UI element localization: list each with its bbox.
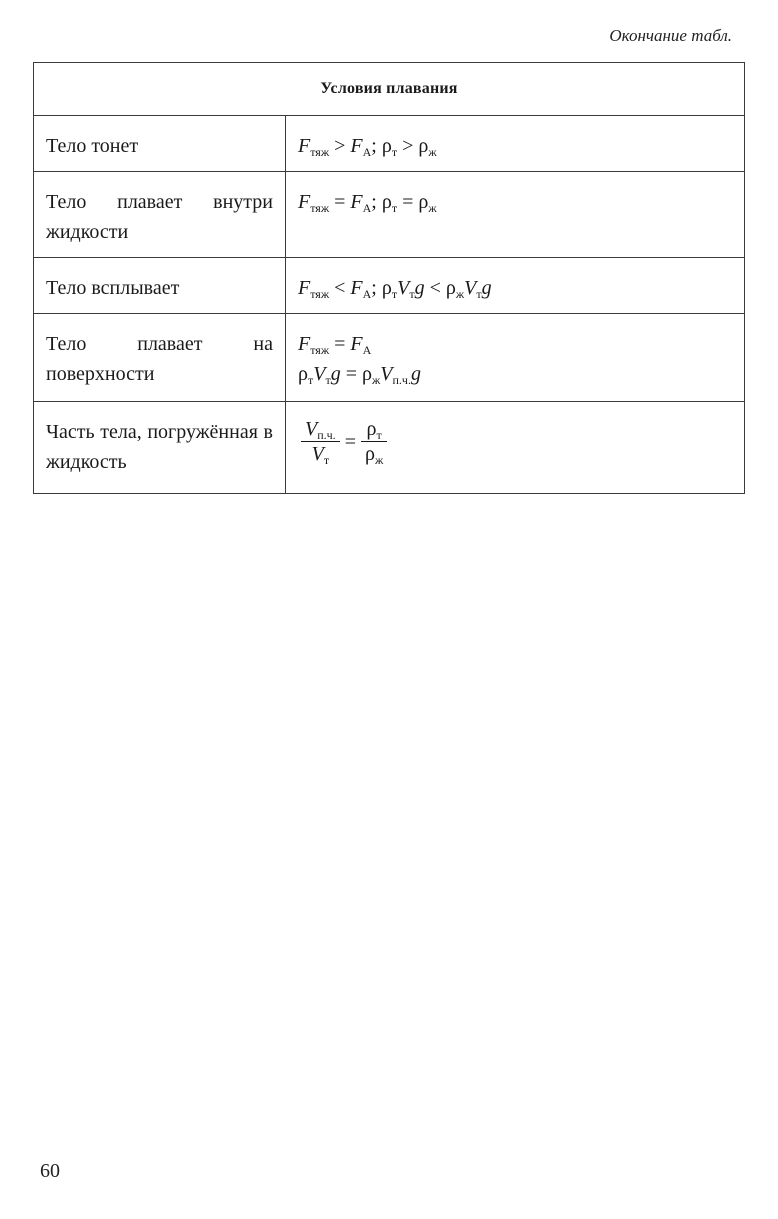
table-row: Часть тела, погружённая в жидкость Vп.ч.… [33,401,745,494]
formula-part: > ρ [397,135,429,157]
formula-part: V [464,277,477,299]
table-row: Тело плавает внутри жидкости Fтяж = FА; … [33,171,745,258]
formula-part: V [313,363,326,385]
formula-sub: т [391,287,398,301]
formula-sub: А [362,287,372,301]
formula-part: = ρ [397,191,429,213]
formula-sub: т [476,287,482,301]
formula-sub: ж [428,201,437,215]
formula-part: F [298,277,311,299]
fraction-volume: Vп.ч. Vт [301,417,340,466]
formula-sub: т [376,428,382,442]
formula-part: g [410,363,421,385]
condition-cell: Тело плавает внутри жидкости [33,171,286,258]
condition-cell: Часть тела, погружённая в жидкость [33,401,286,494]
formula-part: F [350,277,363,299]
floating-conditions-table: Условия плавания Тело тонет Fтяж > FА; ρ… [33,62,745,494]
formula-part: ρ [366,418,377,440]
formula-sub: тяж [310,201,330,215]
formula-part: = ρ [340,363,372,385]
table-row: Тело тонет Fтяж > FА; ρт > ρж [33,115,745,172]
formula-sub: ж [455,287,465,301]
formula-part: ρ [364,443,375,465]
formula-sub: тяж [310,145,330,159]
formula-sub: п.ч. [392,373,411,387]
formula-part: ; ρ [371,135,392,157]
formula-sub: ж [428,145,437,159]
formula-sub: А [362,145,372,159]
fraction-denominator: Vт [301,442,340,466]
formula-part: < [329,277,351,299]
formula-part: F [298,191,311,213]
formula-sub: А [362,201,372,215]
formula-sub: т [409,287,415,301]
condition-cell: Тело плавает на поверхности [33,313,286,402]
formula-part: g [330,363,341,385]
formula-part: V [380,363,393,385]
page-number: 60 [40,1160,60,1182]
formula-part: ; ρ [371,191,392,213]
formula-part: = [329,191,351,213]
formula-cell: Vп.ч. Vт = ρт ρж [285,401,745,494]
formula-sub: т [323,453,330,467]
formula-part: < ρ [424,277,456,299]
formula-part: = [329,333,351,355]
formula-part: > [329,135,351,157]
formula-sub: тяж [310,343,330,357]
fraction-numerator: ρт [360,417,388,442]
formula-sub: ж [374,453,384,467]
formula-part: F [350,135,363,157]
formula-sub: т [391,145,398,159]
formula-part: F [298,135,311,157]
formula-part: ρ [298,363,308,385]
table-row: Тело всплывает Fтяж < FА; ρтVтg < ρжVтg [33,257,745,314]
equals-sign: = [344,430,356,453]
formula-part: g [414,277,425,299]
formula-part: V [305,418,318,440]
formula-cell: Fтяж > FА; ρт > ρж [285,115,745,172]
fraction-density: ρт ρж [360,417,388,466]
formula-cell: Fтяж = FА ρтVтg = ρжVп.ч.g [285,313,745,402]
running-head: Окончание табл. [609,26,732,45]
formula-part: F [298,333,311,355]
formula-sub: т [391,201,398,215]
formula-part: F [350,333,363,355]
condition-cell: Тело всплывает [33,257,286,314]
table-header: Условия плавания [33,62,745,116]
fraction-numerator: Vп.ч. [301,417,340,442]
formula-part: ; ρ [371,277,392,299]
formula-cell: Fтяж < FА; ρтVтg < ρжVтg [285,257,745,314]
formula-line: Fтяж = FА [298,329,732,359]
formula-part: g [481,277,492,299]
formula-sub: тяж [310,287,330,301]
condition-cell: Тело тонет [33,115,286,172]
table-row: Тело плавает на поверхности Fтяж = FА ρт… [33,313,745,402]
formula-sub: п.ч. [317,428,336,442]
formula-part: V [311,443,324,465]
formula-sub: т [307,373,314,387]
formula-part: F [350,191,363,213]
formula-sub: ж [371,373,381,387]
formula-sub: т [325,373,331,387]
formula-cell: Fтяж = FА; ρт = ρж [285,171,745,258]
formula-line: ρтVтg = ρжVп.ч.g [298,359,732,389]
fraction-denominator: ρж [361,442,387,466]
formula-part: V [397,277,410,299]
table-header-row: Условия плавания [33,62,745,116]
formula-sub: А [362,343,372,357]
